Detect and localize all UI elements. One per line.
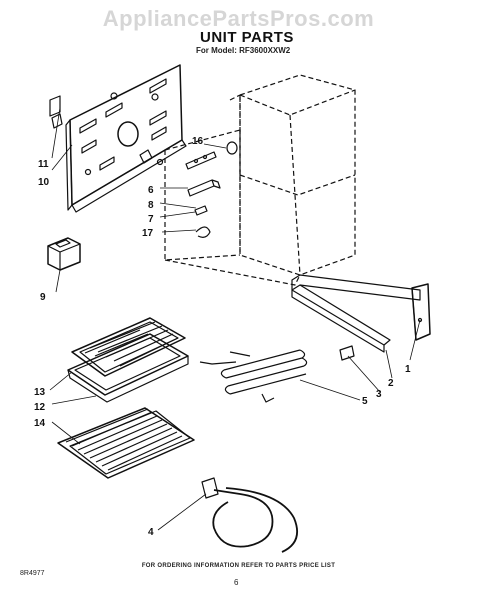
- callout-6: 6: [148, 185, 154, 196]
- callout-11: 11: [38, 159, 49, 170]
- ordering-note: FOR ORDERING INFORMATION REFER TO PARTS …: [141, 563, 336, 569]
- callout-1: 1: [405, 364, 411, 375]
- bake-element: [201, 477, 298, 553]
- watermark: AppliancePartsPros.com: [102, 6, 375, 31]
- wire-clip: [195, 226, 211, 238]
- oven-rack: [57, 407, 195, 479]
- callout-12: 12: [34, 402, 46, 413]
- callout-14: 14: [34, 418, 46, 429]
- callout-13: 13: [34, 387, 46, 398]
- oven-cavity-outline: [164, 74, 356, 286]
- callout-7: 7: [148, 214, 154, 225]
- broiler-pan: [67, 333, 189, 403]
- diagram-title: UNIT PARTS: [200, 29, 294, 46]
- callout-17: 17: [142, 228, 154, 239]
- page-number: 6: [234, 578, 239, 587]
- thermostat-sensor: [185, 151, 217, 170]
- callout-labels: 11 10 16 6 8 7 17 9 1 2 3 5 13 12 14 4: [34, 136, 411, 538]
- rear-panel: [49, 64, 187, 213]
- screw-clip: [194, 205, 208, 216]
- storage-drawer-front: [291, 274, 431, 353]
- callout-5: 5: [362, 396, 368, 407]
- broil-element: [199, 349, 308, 403]
- terminal-block: [47, 237, 81, 271]
- callout-9: 9: [40, 292, 46, 303]
- callout-10: 10: [38, 177, 50, 188]
- callout-leader-lines: [49, 107, 421, 531]
- grommet: [226, 141, 238, 155]
- sensor-bracket: [187, 179, 221, 197]
- callout-3: 3: [376, 389, 382, 400]
- callout-16: 16: [192, 136, 204, 147]
- model-number: For Model: RF3600XXW2: [196, 46, 291, 55]
- callout-2: 2: [388, 378, 394, 389]
- callout-8: 8: [148, 200, 154, 211]
- callout-4: 4: [148, 527, 154, 538]
- drawer-glide: [339, 345, 355, 361]
- document-code: 8R4977: [20, 570, 45, 577]
